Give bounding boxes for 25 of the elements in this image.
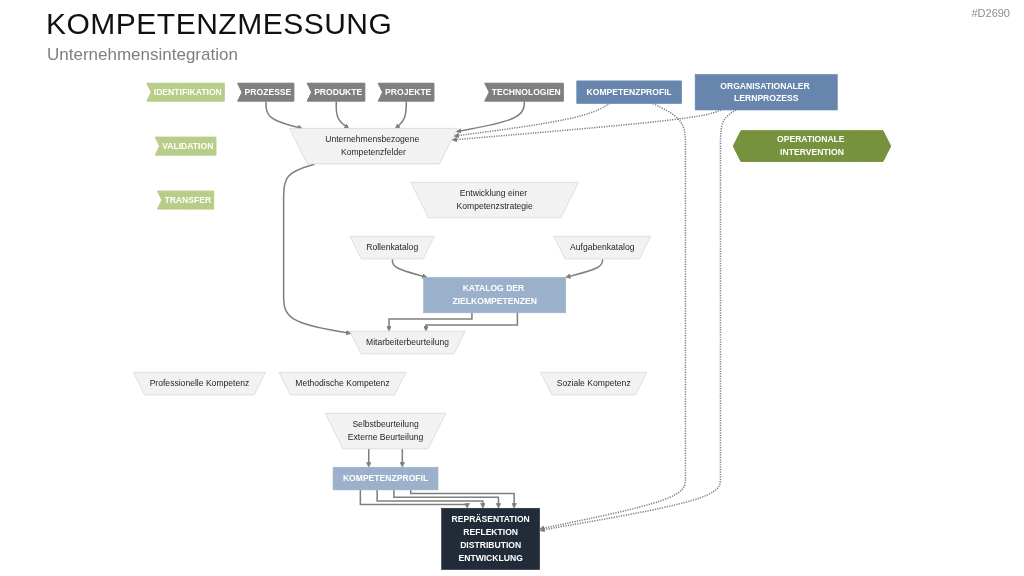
arrow	[453, 102, 611, 139]
arrow	[539, 109, 737, 533]
subtitle: Unternehmensintegration	[47, 44, 238, 65]
arrow	[359, 489, 470, 509]
arrow	[376, 489, 486, 509]
arrow	[366, 448, 372, 468]
arrow	[423, 312, 519, 332]
arrow	[393, 489, 502, 509]
arrow	[409, 489, 517, 509]
document-number: #D2690	[971, 6, 1010, 20]
node-box: KATALOG DER ZIELKOMPETENZEN	[423, 276, 567, 314]
arrow	[455, 100, 526, 134]
node-box: KOMPETENZPROFIL	[576, 80, 682, 104]
arrow	[391, 258, 428, 279]
arrow	[335, 100, 350, 129]
node-box: KOMPETENZPROFIL	[332, 466, 439, 491]
arrow	[282, 163, 352, 336]
node-box: ORGANISATIONALER LERNPROZESS	[694, 74, 838, 111]
arrow	[539, 102, 687, 531]
arrow	[565, 258, 604, 279]
arrow	[451, 109, 722, 143]
title: KOMPETENZMESSUNG	[46, 6, 393, 42]
node-box: REPRÄSENTATION REFLEKTION DISTRIBUTION ENTWICKLUNG	[441, 507, 540, 570]
arrow	[386, 312, 473, 332]
arrow	[394, 100, 408, 129]
